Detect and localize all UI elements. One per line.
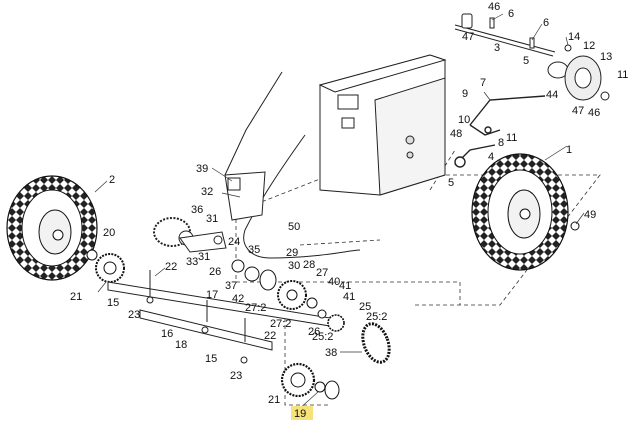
- callout-c5b: 5: [448, 177, 454, 189]
- callout-c27b: 27:2: [245, 302, 266, 314]
- frame-housing: [318, 54, 447, 196]
- left-gear-and-spacer: [86, 249, 125, 283]
- callout-c50: 50: [288, 221, 300, 233]
- callout-c46a: 46: [488, 1, 500, 13]
- callout-c21a: 21: [70, 291, 82, 303]
- callout-c8: 8: [498, 137, 504, 149]
- callout-c12: 12: [583, 40, 595, 52]
- callout-c5a: 5: [523, 55, 529, 67]
- callout-c26a: 26: [209, 266, 221, 278]
- right-wheel: [471, 153, 580, 271]
- callout-c11a: 11: [617, 69, 628, 81]
- callout-c27a: 27: [316, 267, 328, 279]
- callout-c35: 35: [248, 244, 260, 256]
- callout-c6a: 6: [508, 8, 514, 20]
- middle-drive-cluster: [231, 259, 345, 332]
- upper-axle-assembly: [454, 13, 610, 101]
- callout-c9: 9: [462, 88, 468, 100]
- callout-c2: 2: [109, 174, 115, 186]
- left-wheel: [6, 175, 98, 281]
- callout-c47b: 47: [572, 105, 584, 117]
- highlight-box-19: [291, 406, 313, 420]
- callout-c41b: 41: [343, 291, 355, 303]
- callout-c23a: 23: [128, 309, 140, 321]
- callout-c47a: 47: [462, 31, 474, 43]
- callout-c37: 37: [225, 280, 237, 292]
- callout-c1: 1: [566, 144, 572, 156]
- callout-c6b: 6: [543, 17, 549, 29]
- callout-c3: 3: [494, 42, 500, 54]
- callout-c16: 16: [161, 328, 173, 340]
- callout-c30: 30: [288, 260, 300, 272]
- callout-c28: 28: [303, 259, 315, 271]
- callout-c40: 40: [328, 276, 340, 288]
- callout-c19: 19: [294, 408, 306, 420]
- drive-bracket-assembly: [153, 171, 266, 253]
- callout-c42: 42: [232, 293, 244, 305]
- callout-c27c: 27:2: [270, 318, 291, 330]
- callout-c26b: 26: [308, 326, 320, 338]
- callout-c33: 33: [186, 256, 198, 268]
- callout-c15b: 15: [205, 353, 217, 365]
- callout-c25c: 25:2: [312, 331, 333, 343]
- callout-c31b: 31: [198, 251, 210, 263]
- callout-c41a: 41: [339, 280, 351, 292]
- callout-c4: 4: [488, 151, 494, 163]
- callout-c22a: 22: [165, 261, 177, 273]
- callout-c18: 18: [175, 339, 187, 351]
- callout-c44: 44: [546, 89, 558, 101]
- callout-c25b: 25:2: [366, 311, 387, 323]
- callout-c11b: 11: [506, 132, 517, 144]
- callout-c21b: 21: [268, 394, 280, 406]
- callout-c20: 20: [103, 227, 115, 239]
- callout-c31a: 31: [206, 213, 218, 225]
- callout-c32: 32: [201, 186, 213, 198]
- callout-c24: 24: [228, 236, 240, 248]
- callout-c13: 13: [600, 51, 612, 63]
- lower-axles: [107, 270, 331, 364]
- callout-c15a: 15: [107, 297, 119, 309]
- callout-c25a: 25: [359, 301, 371, 313]
- callout-c17: 17: [206, 289, 218, 301]
- callout-c7: 7: [480, 77, 486, 89]
- callout-c22b: 22: [264, 330, 276, 342]
- callout-c49: 49: [584, 209, 596, 221]
- callout-c23b: 23: [230, 370, 242, 382]
- callout-c48: 48: [450, 128, 462, 140]
- callout-c10: 10: [458, 114, 470, 126]
- callout-c36: 36: [191, 204, 203, 216]
- callout-c39: 39: [196, 163, 208, 175]
- callout-c29: 29: [286, 247, 298, 259]
- callout-c14: 14: [568, 31, 580, 43]
- bottom-gear: [280, 362, 340, 400]
- drive-chain: [361, 322, 391, 364]
- callout-c46b: 46: [588, 107, 600, 119]
- callout-c38: 38: [325, 347, 337, 359]
